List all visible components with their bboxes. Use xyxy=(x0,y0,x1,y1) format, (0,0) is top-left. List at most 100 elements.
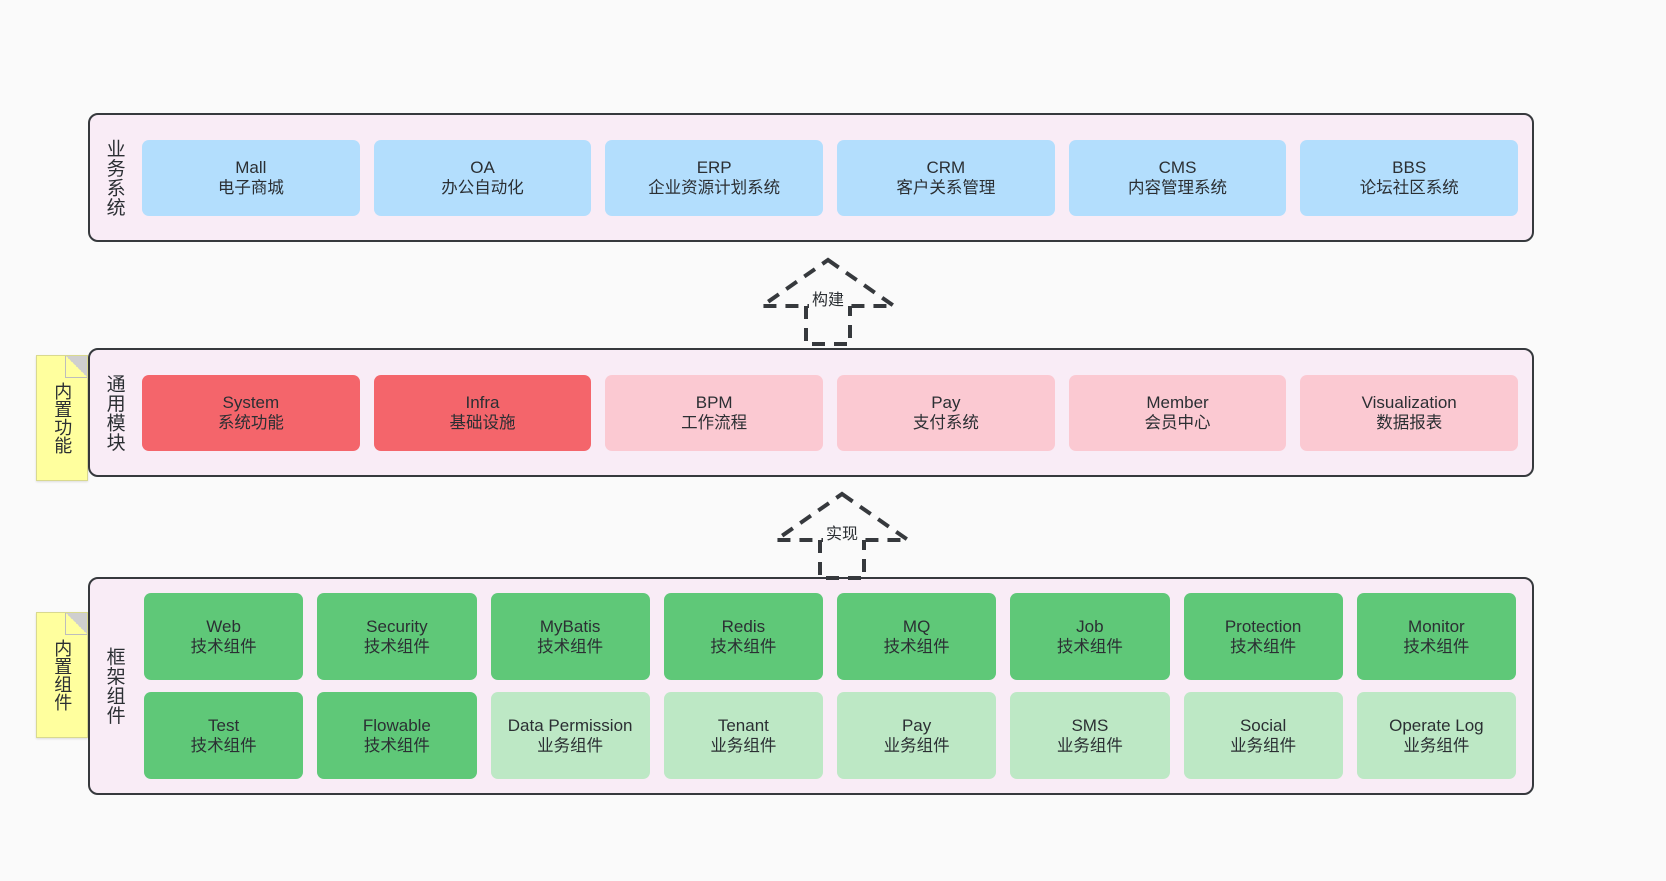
module-card-subtitle: 技术组件 xyxy=(190,637,257,656)
module-card-name: BPM xyxy=(695,392,733,412)
module-card-subtitle: 论坛社区系统 xyxy=(1359,178,1459,197)
module-card-name: SMS xyxy=(1071,715,1109,735)
module-card-name: System xyxy=(222,392,280,412)
module-card-subtitle: 支付系统 xyxy=(912,413,979,432)
module-card-name: Visualization xyxy=(1361,392,1457,412)
module-card-name: Security xyxy=(366,616,428,636)
module-card-subtitle: 系统功能 xyxy=(217,413,284,432)
module-card-subtitle: 数据报表 xyxy=(1376,413,1443,432)
module-card-name: Mall xyxy=(235,157,267,177)
module-card-name: Operate Log xyxy=(1389,715,1484,735)
module-card-name: OA xyxy=(470,157,495,177)
module-card-name: Redis xyxy=(721,616,766,636)
module-card-name: CMS xyxy=(1158,157,1197,177)
connector-implement: 实现 xyxy=(769,490,915,580)
module-card-name: Pay xyxy=(931,392,961,412)
module-card-name: Web xyxy=(206,616,241,636)
module-card-name: BBS xyxy=(1392,157,1427,177)
module-card-subtitle: 技术组件 xyxy=(1230,637,1297,656)
sticky-note-builtin-components-label: 内置组件 xyxy=(52,639,73,711)
module-card-subtitle: 业务组件 xyxy=(537,736,604,755)
module-card-subtitle: 业务组件 xyxy=(883,736,950,755)
layer-title-common-modules: 通用模块 xyxy=(103,373,125,452)
module-card-subtitle: 技术组件 xyxy=(537,637,604,656)
module-card-subtitle: 客户关系管理 xyxy=(896,178,996,197)
sticky-note-builtin-features: 内置功能 xyxy=(36,355,88,481)
module-card-name: Data Permission xyxy=(507,715,633,735)
module-card-subtitle: 技术组件 xyxy=(190,736,257,755)
module-card-subtitle: 办公自动化 xyxy=(441,178,524,197)
module-card-subtitle: 业务组件 xyxy=(1056,736,1123,755)
module-card-subtitle: 技术组件 xyxy=(1403,637,1470,656)
module-card-subtitle: 技术组件 xyxy=(1056,637,1123,656)
module-card-subtitle: 内容管理系统 xyxy=(1128,178,1228,197)
module-card-subtitle: 技术组件 xyxy=(883,637,950,656)
module-card-name: MyBatis xyxy=(539,616,601,636)
connector-build: 构建 xyxy=(755,256,901,346)
sticky-note-builtin-components: 内置组件 xyxy=(36,612,88,738)
module-card-subtitle: 业务组件 xyxy=(1230,736,1297,755)
dashed-generalization-arrow-icon xyxy=(769,491,915,580)
module-card-name: Social xyxy=(1239,715,1287,735)
module-card-subtitle: 会员中心 xyxy=(1144,413,1211,432)
module-card-name: Tenant xyxy=(717,715,769,735)
module-card-name: Infra xyxy=(465,392,500,412)
module-card-name: Monitor xyxy=(1408,616,1465,636)
connector-implement-label: 实现 xyxy=(822,520,862,544)
module-card-name: Member xyxy=(1146,392,1209,412)
module-card-subtitle: 技术组件 xyxy=(710,637,777,656)
module-card-name: Job xyxy=(1076,616,1104,636)
layer-title-business-systems: 业务系统 xyxy=(103,138,125,217)
dashed-generalization-arrow-icon xyxy=(755,257,901,346)
module-card-subtitle: 业务组件 xyxy=(1403,736,1470,755)
module-card-name: Pay xyxy=(901,715,932,735)
module-card-subtitle: 基础设施 xyxy=(449,413,516,432)
note-fold-corner-icon xyxy=(65,356,87,378)
module-card-name: Protection xyxy=(1224,616,1302,636)
module-card-subtitle: 工作流程 xyxy=(681,413,748,432)
sticky-note-builtin-features-label: 内置功能 xyxy=(52,382,73,454)
module-card-name: MQ xyxy=(902,616,931,636)
note-fold-corner-icon xyxy=(65,613,87,635)
module-card-subtitle: 技术组件 xyxy=(363,736,430,755)
module-card-name: Test xyxy=(208,715,240,735)
module-card-subtitle: 企业资源计划系统 xyxy=(648,178,781,197)
module-card-name: ERP xyxy=(696,157,732,177)
module-card-name: Flowable xyxy=(362,715,431,735)
layer-title-framework-components: 框架组件 xyxy=(103,647,125,725)
